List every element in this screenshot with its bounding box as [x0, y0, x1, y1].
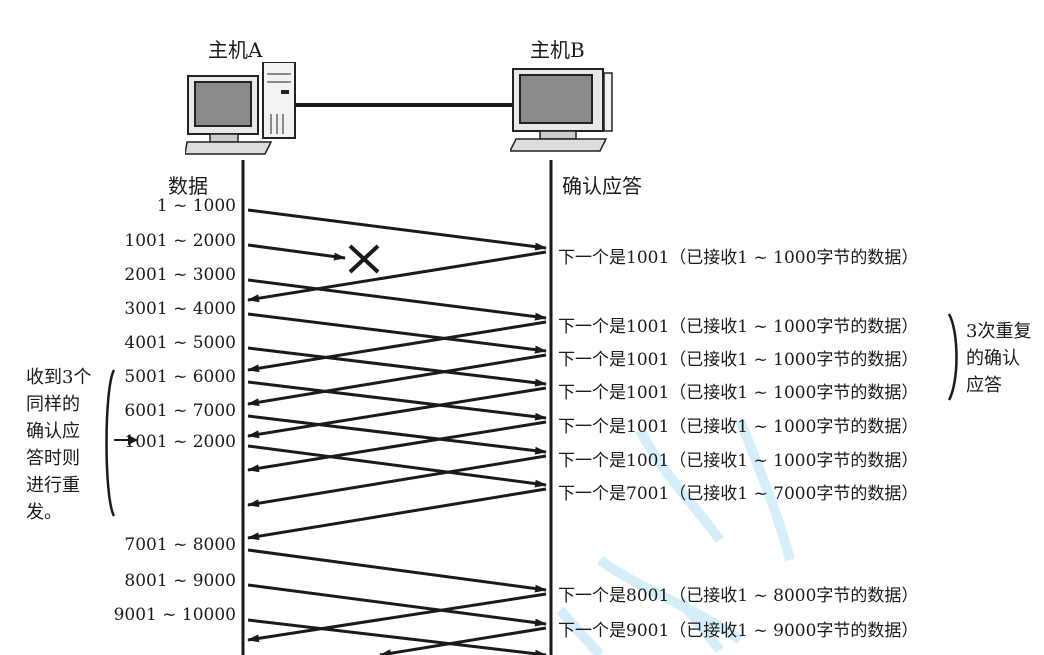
lost-data-arrow	[247, 243, 346, 261]
ack-arrow	[379, 626, 547, 655]
ack-label: 下一个是1001（已接收1 ~ 1000字节的数据）	[558, 451, 919, 471]
segment-label: 2001 ~ 3000	[124, 265, 236, 285]
data-arrow	[247, 380, 547, 421]
segment-label: 5001 ~ 6000	[124, 367, 236, 387]
note-line: 应答	[966, 375, 1002, 396]
ack-arrow	[247, 454, 547, 508]
ack-label: 下一个是8001（已接收1 ~ 8000字节的数据）	[558, 586, 919, 606]
data-arrow	[247, 278, 547, 321]
retransmit-note: 收到3个 同样的 确认应 答时则 进行重 发。	[26, 364, 91, 526]
note-line: 同样的	[26, 394, 80, 415]
ack-label: 下一个是1001（已接收1 ~ 1000字节的数据）	[558, 350, 919, 370]
left-brace	[105, 369, 116, 517]
segment-label: 6001 ~ 7000	[124, 401, 236, 421]
data-arrow	[247, 414, 547, 455]
note-line: 收到3个	[26, 367, 92, 388]
ack-arrow	[247, 487, 547, 541]
data-arrow	[247, 618, 547, 655]
note-line: 3次重复	[966, 321, 1032, 342]
data-arrow	[247, 208, 547, 251]
ack-arrow	[247, 250, 547, 303]
segment-label: 9001 ~ 10000	[113, 605, 236, 625]
ack-label: 下一个是1001（已接收1 ~ 1000字节的数据）	[558, 383, 919, 403]
right-brace	[947, 313, 958, 401]
host-b-computer-icon	[510, 68, 613, 152]
note-line: 的确认	[966, 348, 1020, 369]
ack-arrow	[247, 353, 547, 407]
ack-label: 下一个是7001（已接收1 ~ 7000字节的数据）	[558, 484, 919, 504]
lost-packet-x-icon	[348, 244, 380, 274]
segment-label: 1 ~ 1000	[156, 196, 236, 216]
host-b-label: 主机B	[530, 38, 585, 62]
segment-label: 4001 ~ 5000	[124, 333, 236, 353]
note-line: 确认应	[26, 421, 80, 442]
data-column-header: 数据	[168, 174, 208, 198]
duplicate-ack-note: 3次重复 的确认 应答	[966, 318, 1031, 399]
retransmit-arrow-icon	[114, 435, 138, 445]
network-cable	[295, 103, 535, 107]
note-line: 答时则	[26, 448, 80, 469]
data-arrow	[247, 346, 547, 387]
ack-label: 下一个是1001（已接收1 ~ 1000字节的数据）	[558, 417, 919, 437]
retransmit-segment-label: 1001 ~ 2000	[124, 432, 236, 452]
data-arrow	[247, 548, 547, 593]
ack-arrow	[247, 386, 547, 439]
segment-label: 7001 ~ 8000	[124, 535, 236, 555]
ack-label: 下一个是9001（已接收1 ~ 9000字节的数据）	[558, 621, 919, 641]
data-arrow	[247, 312, 547, 354]
data-arrow	[247, 583, 547, 627]
segment-label: 1001 ~ 2000	[124, 231, 236, 251]
retransmit-data-arrow	[247, 444, 547, 488]
ack-label: 下一个是1001（已接收1 ~ 1000字节的数据）	[558, 317, 919, 337]
note-line: 进行重	[26, 475, 80, 496]
ack-arrow	[247, 320, 547, 373]
ack-arrow	[247, 420, 547, 473]
host-a-computer-icon	[185, 62, 296, 155]
segment-label: 8001 ~ 9000	[124, 571, 236, 591]
ack-label: 下一个是1001（已接收1 ~ 1000字节的数据）	[558, 248, 919, 268]
segment-label: 3001 ~ 4000	[124, 299, 236, 319]
note-line: 发。	[26, 502, 62, 523]
ack-column-header: 确认应答	[562, 174, 642, 198]
host-a-label: 主机A	[208, 38, 263, 62]
ack-arrow	[247, 592, 547, 643]
